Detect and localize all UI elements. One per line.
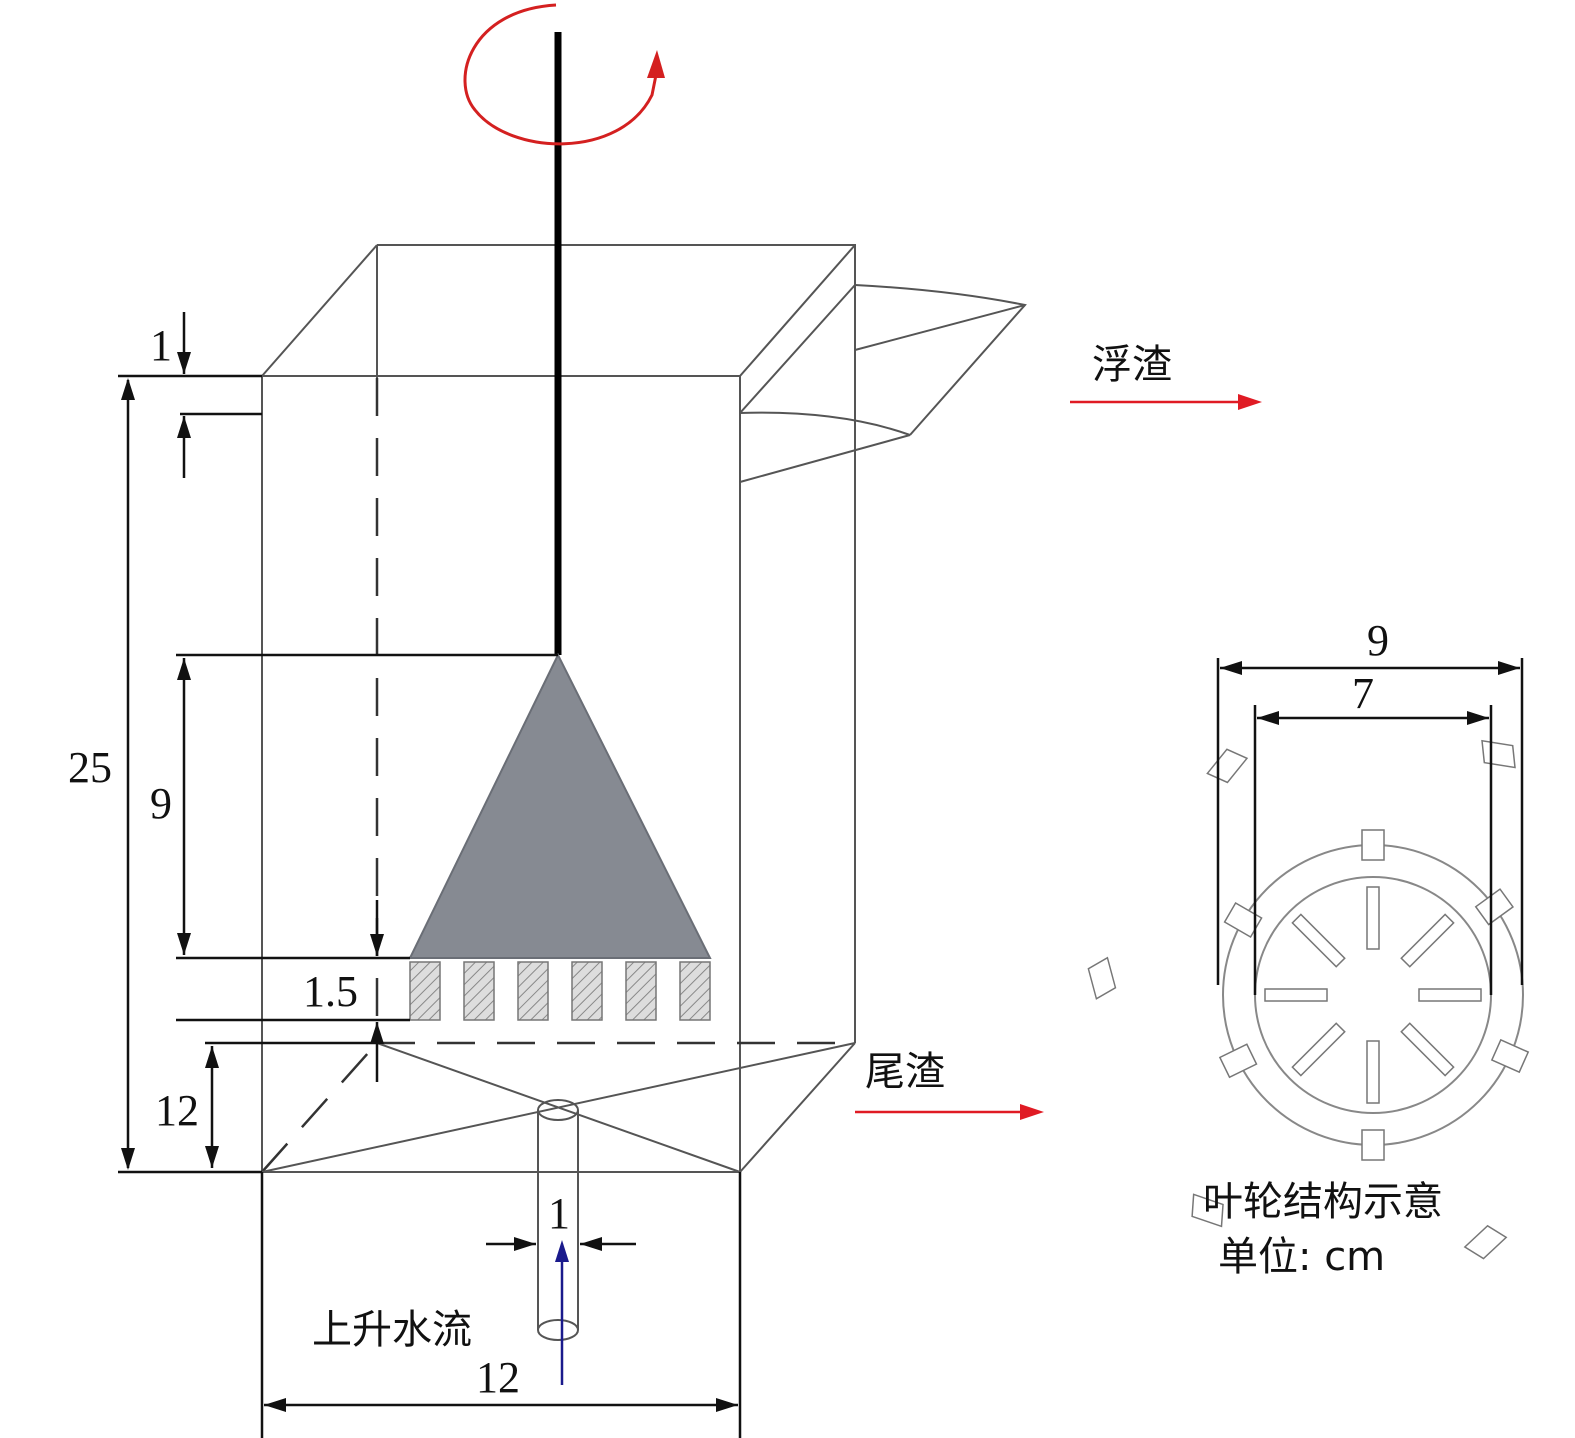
inlet-pipe — [537, 1099, 579, 1341]
impeller-top-view — [1087, 658, 1530, 1260]
dim-impeller-inner: 7 — [1352, 669, 1374, 718]
label-upward-water-flow: 上升水流 — [312, 1307, 472, 1353]
label-impeller-structure: 叶轮结构示意 — [1203, 1179, 1443, 1225]
float-slag-arrow — [1070, 394, 1262, 410]
dim-cone-height: 9 — [150, 779, 172, 828]
water-flow-arrow — [555, 1240, 569, 1385]
dimension-lines — [118, 312, 742, 1438]
tailings-arrow — [855, 1104, 1044, 1120]
impeller-cone — [408, 652, 712, 959]
label-float-slag: 浮渣 — [1092, 342, 1172, 388]
dim-pipe-diameter: 1 — [548, 1189, 570, 1238]
dim-bottom-height: 12 — [155, 1086, 199, 1135]
dim-tank-width: 12 — [476, 1353, 520, 1402]
overflow-lip — [739, 284, 1027, 483]
dim-impeller-outer: 9 — [1367, 616, 1389, 665]
dim-total-height: 25 — [68, 743, 112, 792]
tank-outline — [261, 244, 856, 1173]
label-tailings: 尾渣 — [865, 1049, 945, 1095]
dim-top-gap: 1 — [150, 321, 172, 370]
impeller-blades — [409, 961, 711, 1021]
dim-blade-height: 1.5 — [303, 967, 358, 1016]
rotation-arrow — [463, 3, 665, 146]
label-unit: 单位: cm — [1218, 1234, 1385, 1280]
